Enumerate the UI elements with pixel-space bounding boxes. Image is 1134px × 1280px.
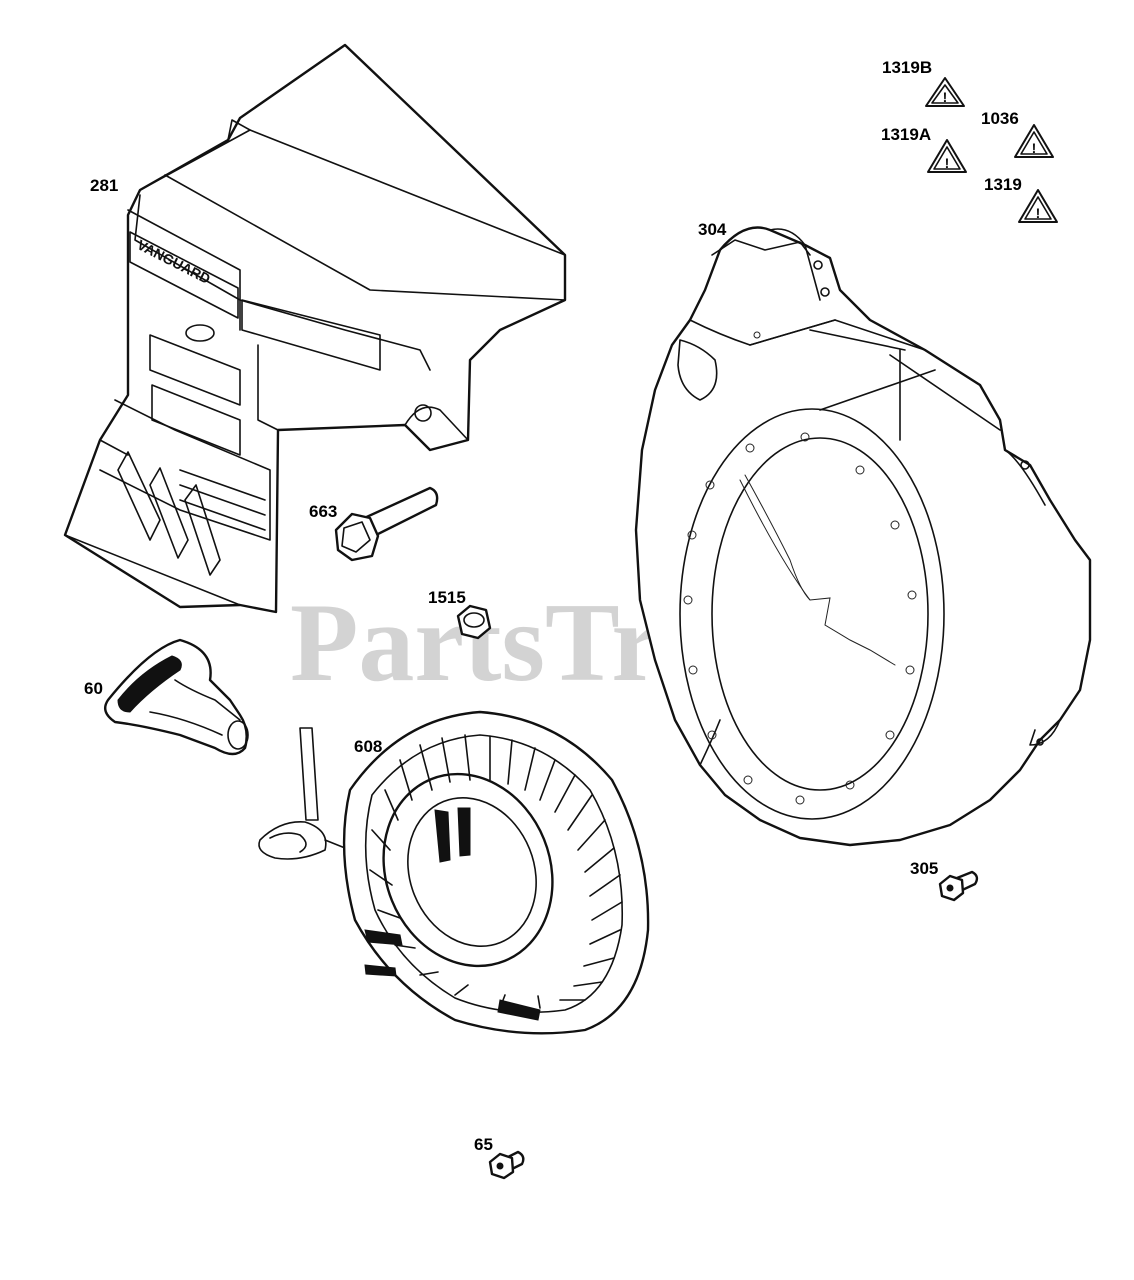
warning-label-1036[interactable]: !: [1014, 124, 1054, 158]
part-608-rewind-starter[interactable]: [258, 710, 650, 1035]
part-305-screw[interactable]: [938, 870, 979, 902]
warning-label-1319[interactable]: !: [1018, 189, 1058, 223]
warning-triangle-icon: !: [1036, 205, 1041, 221]
warning-triangle-icon: !: [1032, 140, 1037, 156]
part-663-bolt[interactable]: [334, 486, 439, 562]
callout-60[interactable]: 60: [84, 679, 103, 698]
warning-label-1319B[interactable]: !: [925, 77, 965, 107]
part-65-screw[interactable]: [488, 1150, 525, 1180]
callout-305[interactable]: 305: [910, 859, 938, 878]
callout-663[interactable]: 663: [309, 502, 337, 521]
callout-1319[interactable]: 1319: [984, 175, 1022, 194]
part-1515-nut[interactable]: [456, 604, 492, 640]
housing-bolt-holes: [683, 331, 917, 805]
warning-label-1319A[interactable]: !: [927, 139, 967, 173]
starter-fins: [369, 734, 623, 1009]
callout-1036[interactable]: 1036: [981, 109, 1019, 128]
warning-triangle-icon: !: [945, 155, 950, 171]
warning-triangle-icon: !: [943, 89, 948, 105]
callout-1515[interactable]: 1515: [428, 588, 466, 607]
part-60-starter-handle[interactable]: [104, 638, 249, 756]
callout-1319B[interactable]: 1319B: [882, 58, 932, 77]
callout-304[interactable]: 304: [698, 220, 727, 239]
part-304-blower-housing[interactable]: [634, 226, 1092, 847]
callout-281[interactable]: 281: [90, 176, 118, 195]
callout-1319A[interactable]: 1319A: [881, 125, 931, 144]
callout-65[interactable]: 65: [474, 1135, 493, 1154]
callout-608[interactable]: 608: [354, 737, 382, 756]
part-281-shroud[interactable]: VANGUARD: [63, 43, 567, 614]
